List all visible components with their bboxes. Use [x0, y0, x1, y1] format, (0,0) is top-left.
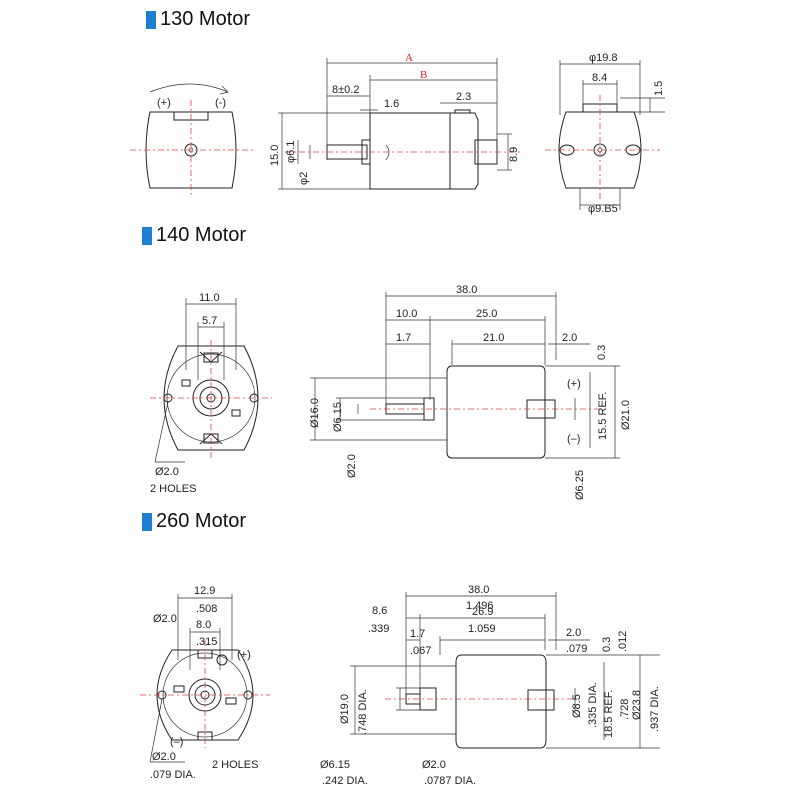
- dim-15: 15.0: [269, 145, 281, 166]
- motor-260-side-view: 38.0 1.496 8.6 .339 26.9 1.059 1.7 .067 …: [320, 584, 661, 787]
- dim-8-5: Ø8.5: [571, 694, 583, 718]
- dim-1-7: 1.7: [410, 628, 425, 640]
- dim-16: Ø16.0: [309, 398, 321, 428]
- dim-19-8: φ19.8: [589, 52, 618, 64]
- section-marker: [142, 512, 152, 531]
- section-marker: [142, 226, 152, 245]
- dim-23-8: Ø23.8: [631, 690, 643, 720]
- dim-1-5: 1.5: [653, 81, 665, 96]
- dim-1059: 1.059: [468, 623, 496, 635]
- minus-label: (–): [170, 736, 183, 748]
- dim-748: .748 DIA.: [357, 689, 369, 735]
- hole-dia-top: Ø2.0: [153, 613, 177, 625]
- hole-dia-label: Ø2.0: [155, 466, 179, 478]
- dim-8-9: 8.9: [508, 147, 520, 162]
- dim-1-7: 1.7: [396, 332, 411, 344]
- dim-0-3: 0.3: [601, 637, 613, 652]
- dim-1496: 1.496: [466, 600, 494, 612]
- section-title-140: 140 Motor: [142, 224, 246, 247]
- section-title-text: 260 Motor: [156, 510, 247, 532]
- dim-728: .728: [619, 699, 631, 720]
- dim-A: A: [405, 52, 413, 64]
- dim-9-85: φ9.B5: [588, 203, 618, 215]
- dim-2-3: 2.3: [456, 91, 471, 103]
- dim-067: .067: [410, 645, 431, 657]
- dim-10: 10.0: [396, 308, 417, 320]
- dim-38: 38.0: [468, 584, 489, 596]
- dim-315: .315: [196, 636, 217, 648]
- dim-079: .079: [566, 643, 587, 655]
- dim-2-shaft: Ø2.0: [346, 454, 358, 478]
- section-title-260: 260 Motor: [142, 510, 246, 533]
- section-marker: [146, 10, 156, 29]
- dim-2: 2.0: [566, 627, 581, 639]
- dim-25: 25.0: [476, 308, 497, 320]
- dim-339: .339: [368, 623, 389, 635]
- dim-6-1: φ6.1: [285, 141, 297, 163]
- section-title-130: 130 Motor: [146, 8, 250, 31]
- dim-6-15: Ø6.15: [320, 759, 350, 771]
- dim-2: 2.0: [562, 332, 577, 344]
- front-minus-label: (-): [215, 97, 226, 109]
- dim-335: .335 DIA.: [587, 682, 599, 728]
- dim-012: .012: [617, 631, 629, 652]
- motor-130-end-view: φ19.8 8.4 1.5 φ9.B5: [545, 52, 665, 215]
- dim-2-0: Ø2.0: [422, 759, 446, 771]
- dim-B: B: [420, 69, 427, 81]
- front-plus-label: (+): [157, 97, 171, 109]
- motor-130-side-view: A B 8±0.2 1.6 2.3 15.0 φ6.1 φ2 8.9: [269, 52, 520, 190]
- motor-140-side-view: 38.0 10.0 25.0 1.7 21.0 2.0 0.3 (+) (–) …: [309, 284, 632, 500]
- dim-508: .508: [196, 603, 217, 615]
- dim-8-6: 8.6: [372, 605, 387, 617]
- minus-label: (–): [567, 433, 580, 445]
- dim-26-9: 26.9: [472, 606, 493, 618]
- dim-15-5: 15.5 REF.: [597, 392, 609, 440]
- dim-18-5: 18.5 REF.: [603, 690, 615, 738]
- plus-label: (+): [567, 378, 581, 390]
- dim-8-4: 8.4: [592, 72, 607, 84]
- motor-130-front-view: (+) (-): [130, 83, 255, 198]
- dim-1-6: 1.6: [384, 98, 399, 110]
- holes-label: 2 HOLES: [150, 483, 196, 495]
- dim-6-25: Ø6.25: [574, 470, 586, 500]
- section-title-text: 130 Motor: [160, 8, 251, 30]
- section-title-text: 140 Motor: [156, 224, 247, 246]
- dim-0-3: 0.3: [596, 345, 608, 360]
- dim-8: 8.0: [196, 619, 211, 631]
- dim-38: 38.0: [456, 284, 477, 296]
- dim-19: Ø19.0: [339, 694, 351, 724]
- dim-242: .242 DIA.: [322, 775, 368, 787]
- motor-260-end-view: 12.9 .508 Ø2.0 8.0 .315 (+) (–) Ø2.0 2 H…: [140, 585, 270, 781]
- dim-0787: .0787 DIA.: [424, 775, 476, 787]
- dim-2: φ2: [298, 172, 310, 185]
- dim-937: .937 DIA.: [649, 686, 661, 732]
- hole-dia-bottom: Ø2.0: [152, 751, 176, 763]
- plus-label: (+): [237, 649, 251, 661]
- dim-6-15: Ø6.15: [332, 402, 344, 432]
- dim-5-7: 5.7: [202, 315, 217, 327]
- motor-140-end-view: 11.0 5.7 Ø2.0 2 HOLES: [150, 292, 272, 495]
- dim-11: 11.0: [199, 292, 220, 304]
- holes-label: 2 HOLES: [212, 759, 258, 771]
- dim-21-vertical: Ø21.0: [620, 400, 632, 430]
- dim-21: 21.0: [483, 332, 504, 344]
- hole-inch-label: .079 DIA.: [150, 769, 196, 781]
- dim-12-9: 12.9: [194, 585, 215, 597]
- dim-8: 8±0.2: [332, 84, 359, 96]
